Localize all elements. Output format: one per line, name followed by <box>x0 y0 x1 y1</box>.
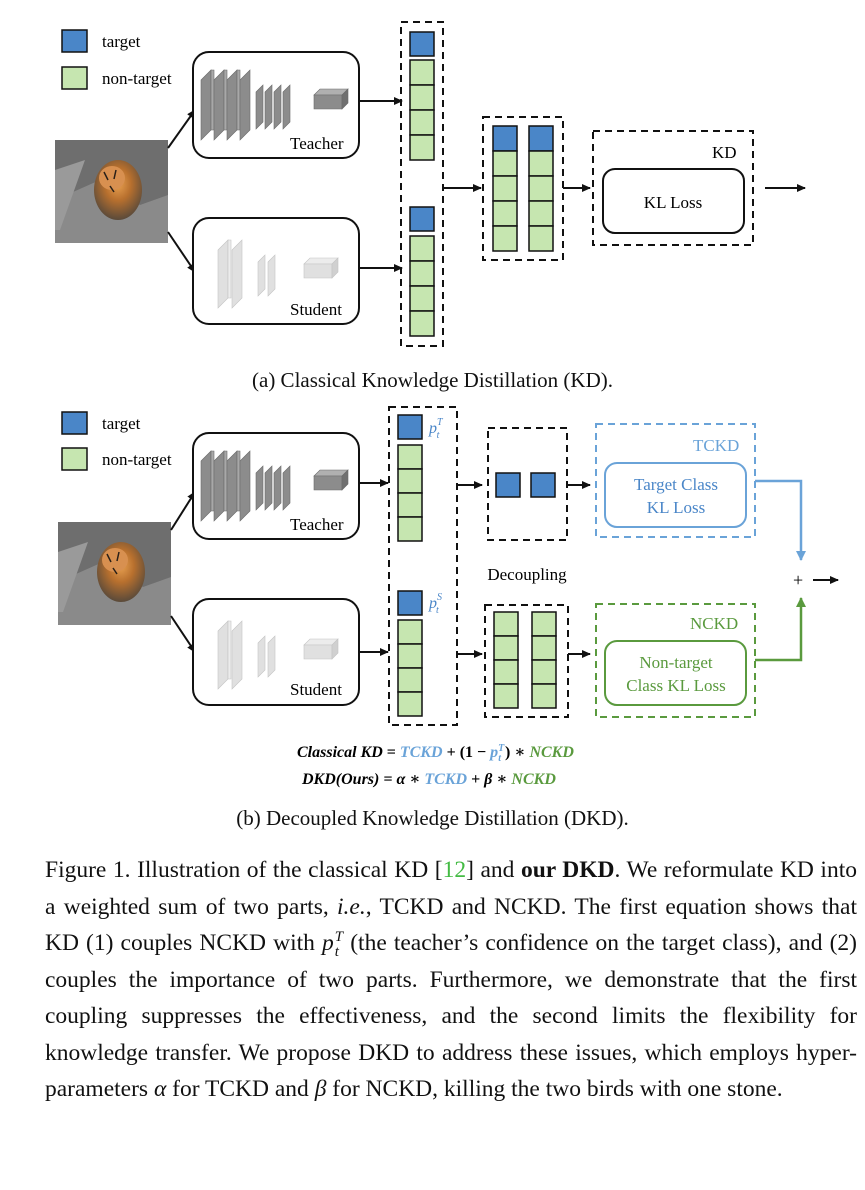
teacher-network-layers-b <box>200 450 349 522</box>
teacher-label-a: Teacher <box>290 134 344 153</box>
kd-tag: KD <box>712 143 737 162</box>
tiger-image-a <box>55 140 168 243</box>
nckd-loss-box <box>604 640 747 706</box>
decoupling-label: Decoupling <box>487 565 567 584</box>
teacher-network-layers-a <box>200 69 349 141</box>
legend-target-label-a: target <box>102 32 141 51</box>
paired-logits-box-a <box>482 116 564 261</box>
figure-diagram: target non-target Teacher <box>55 21 839 788</box>
panel-b-caption: (b) Decoupled Knowledge Distillation (DK… <box>236 806 629 830</box>
student-label-a: Student <box>290 300 342 319</box>
kl-loss-box <box>602 168 745 234</box>
legend-nontarget-swatch-b <box>61 447 88 471</box>
tckd-tag: TCKD <box>693 436 739 455</box>
logits-dashed-box-b <box>388 406 458 726</box>
student-logits-b <box>397 590 423 717</box>
kl-loss-label: KL Loss <box>644 193 702 212</box>
student-network-layers-a <box>217 239 339 309</box>
legend-target-swatch-b <box>61 411 88 435</box>
tckd-dashed-box <box>595 423 756 538</box>
tiger-image-b <box>58 522 171 625</box>
nckd-dashed-box <box>595 603 756 718</box>
student-network-layers-b <box>217 620 339 690</box>
nckd-loss-line2: Class KL Loss <box>626 676 726 695</box>
caption-part6: for TCKD and <box>166 1076 315 1102</box>
kd-dashed-box <box>592 130 754 246</box>
citation-link[interactable]: 12 <box>442 857 467 883</box>
tckd-loss-line2: KL Loss <box>647 498 705 517</box>
logits-dashed-box-a <box>400 21 444 347</box>
tckd-loss-line1: Target Class <box>634 475 718 494</box>
arrow-image-to-student-b <box>170 615 196 653</box>
figure-caption: Figure 1. Illustration of the classical … <box>45 852 857 1108</box>
panel-a-caption: (a) Classical Knowledge Distillation (KD… <box>252 368 613 392</box>
caption-part5: (the teacher’s confidence on the target … <box>45 930 858 1102</box>
arrow-image-to-teacher-a <box>167 109 196 149</box>
arrow-image-to-student-a <box>167 231 196 273</box>
teacher-logits-a <box>409 31 435 161</box>
nckd-loss-line1: Non-target <box>639 653 713 672</box>
paired-logits-a <box>492 125 554 252</box>
teacher-label-b: Teacher <box>290 515 344 534</box>
caption-alpha: α <box>153 1076 167 1102</box>
caption-bold: our DKD <box>520 857 615 883</box>
legend-nontarget-label-b: non-target <box>102 450 172 469</box>
caption-part2: ] and <box>466 857 521 883</box>
caption-part7: for NCKD, killing the two birds with one… <box>326 1076 783 1102</box>
tckd-to-sum-arrow <box>755 479 806 561</box>
legend-nontarget-swatch-a <box>61 66 88 90</box>
nontarget-pair-logits <box>493 611 557 709</box>
caption-beta: β <box>314 1076 327 1102</box>
sum-plus: + <box>793 570 803 590</box>
nckd-to-sum-arrow <box>755 597 806 662</box>
legend-target-label-b: target <box>102 414 141 433</box>
student-logits-a <box>409 206 435 337</box>
legend-nontarget-label-a: non-target <box>102 69 172 88</box>
caption-part1: Figure 1. Illustration of the classical … <box>45 857 443 883</box>
nckd-tag: NCKD <box>690 614 738 633</box>
caption-part3: . We reformulate KD into a weighted sum … <box>45 857 857 920</box>
target-pair-logits <box>495 472 556 498</box>
teacher-logits-b <box>397 414 423 542</box>
student-label-b: Student <box>290 680 342 699</box>
caption-ie: i.e. <box>337 893 366 920</box>
legend-target-swatch-a <box>61 29 88 53</box>
equation-dkd: DKD(Ours) = α ∗ TCKD + β ∗ NCKD <box>301 771 556 788</box>
arrow-image-to-teacher-b <box>170 491 196 531</box>
caption-part4: , TCKD and NCKD. The first equation show… <box>45 893 857 957</box>
tckd-loss-box <box>604 462 747 528</box>
nontarget-pair-box <box>484 604 569 718</box>
